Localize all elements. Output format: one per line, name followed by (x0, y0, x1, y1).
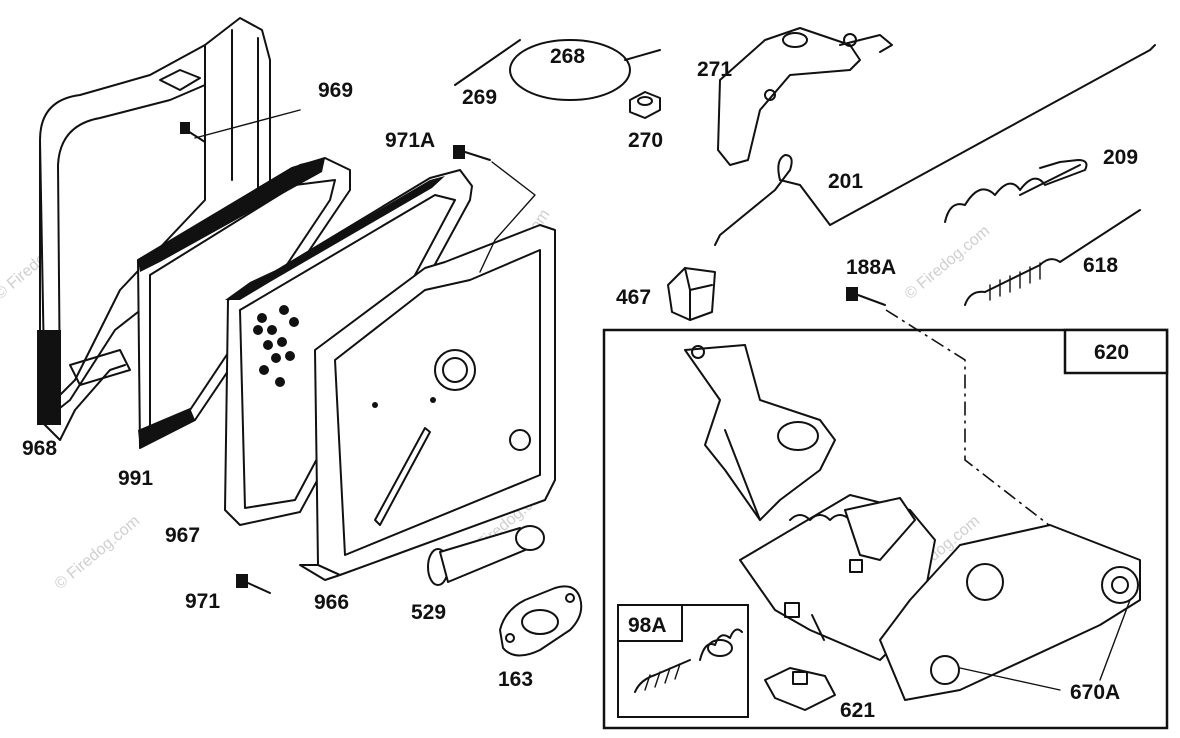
part-529-tube (427, 525, 545, 586)
part-labels: 968 969 991 967 966 971 971A 269 268 270… (22, 45, 1138, 722)
label-968: 968 (22, 437, 57, 460)
label-670A: 670A (1070, 681, 1120, 704)
part-618-spring (964, 209, 1141, 306)
label-967: 967 (165, 524, 200, 547)
label-966: 966 (314, 591, 349, 614)
part-188A-screw (846, 287, 886, 306)
part-271-lever (717, 27, 893, 166)
label-269: 269 (462, 86, 497, 109)
part-209-spring (944, 159, 1088, 223)
part-969-screw (180, 109, 301, 143)
label-991: 991 (118, 467, 153, 490)
part-966-cover (299, 224, 556, 581)
label-270: 270 (628, 129, 663, 152)
label-621: 621 (840, 699, 875, 722)
part-621-clip (764, 667, 836, 711)
box-98A (617, 604, 749, 718)
label-201: 201 (828, 170, 863, 193)
watermark: © Firedog.com (52, 512, 143, 593)
part-268-cable (454, 39, 661, 101)
part-971A-screw (453, 145, 536, 273)
label-971A: 971A (385, 129, 435, 152)
pleats (253, 305, 299, 387)
label-467: 467 (616, 286, 651, 309)
label-209: 209 (1103, 146, 1138, 169)
label-268: 268 (550, 45, 585, 68)
label-98A: 98A (628, 614, 667, 637)
leader-dashed (885, 309, 1121, 581)
label-163: 163 (498, 668, 533, 691)
part-98A-spring-screw (634, 628, 743, 693)
label-971: 971 (185, 590, 220, 613)
part-270-nut (629, 91, 661, 119)
part-201-link (714, 44, 1156, 246)
label-969: 969 (318, 79, 353, 102)
part-971-screw (236, 574, 271, 594)
part-163-gasket (499, 585, 583, 657)
label-529: 529 (411, 601, 446, 624)
label-618: 618 (1083, 254, 1118, 277)
leader-lines (959, 599, 1131, 691)
part-620-assembly (684, 344, 1141, 701)
label-620: 620 (1094, 341, 1129, 364)
box-620 (602, 328, 1169, 730)
label-271: 271 (697, 58, 732, 81)
box-620-tab (1063, 328, 1169, 375)
part-467-cap (667, 267, 716, 321)
label-188A: 188A (846, 256, 896, 279)
